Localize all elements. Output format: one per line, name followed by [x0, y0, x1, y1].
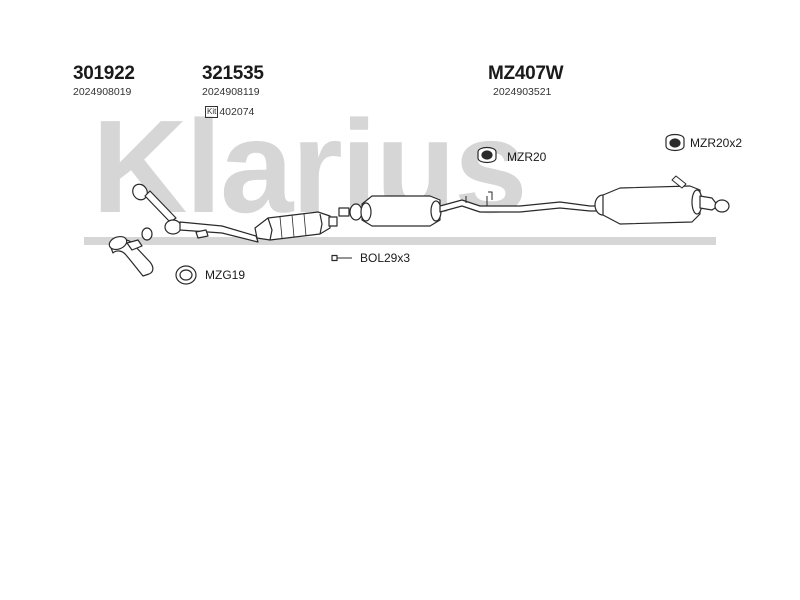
catalytic-converter [254, 211, 338, 241]
kit-label: Kit 402074 [205, 106, 254, 118]
part-number-mz407w: MZ407W [488, 63, 564, 84]
watermark-bar [84, 237, 716, 245]
oe-code-301922: 2024908019 [73, 86, 132, 98]
fitting-label-bol29x3: BOL29x3 [360, 251, 411, 265]
hanger-mzr20-icon [477, 146, 497, 164]
part-number-301922: 301922 [73, 63, 135, 84]
oe-code-321535: 2024908119 [202, 86, 260, 98]
oe-code-mz407w: 2024903521 [493, 86, 552, 98]
bolt-bol29x3-icon [331, 254, 352, 262]
downpipe-321535 [132, 183, 259, 243]
rear-silencer [594, 175, 730, 225]
hanger-mzr20x2-icon [665, 133, 685, 152]
gasket-mzg19-icon [175, 265, 197, 285]
kit-number: 402074 [219, 106, 255, 118]
fitting-label-mzg19: MZG19 [205, 268, 246, 282]
part-number-321535: 321535 [202, 63, 264, 84]
front-pipe-301922 [108, 227, 154, 277]
kit-tag: Kit [205, 106, 219, 118]
fitting-label-mzr20x2: MZR20x2 [690, 136, 743, 150]
fitting-label-mzr20: MZR20 [507, 150, 547, 164]
